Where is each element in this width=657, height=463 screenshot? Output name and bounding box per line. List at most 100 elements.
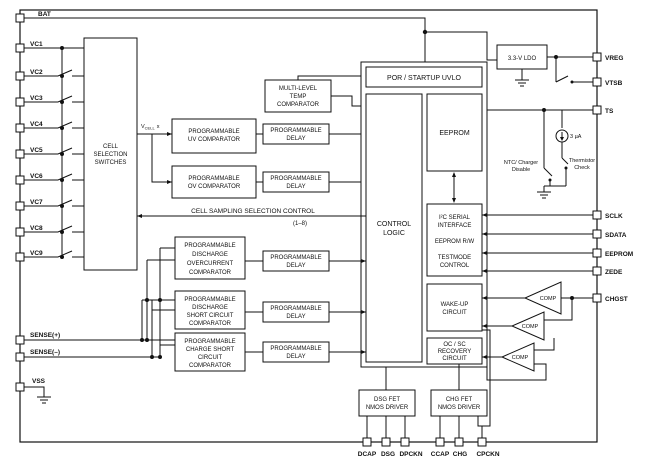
ov-comparator-label-1: PROGRAMMABLE [188, 176, 239, 182]
csc-label-2: CHARGE SHORT [186, 347, 235, 353]
left-pins [15, 13, 25, 392]
dsg-driver-label-2: NMOS DRIVER [366, 405, 409, 411]
ntc-label-1: NTC/ Charger [504, 160, 538, 166]
charge-short-circuit-comparator [174, 332, 246, 372]
i2c-label-1: I²C SERIAL [439, 215, 471, 221]
pin-eeprom: EEPROM [605, 251, 633, 258]
current-source-label: 3 µA [570, 134, 582, 140]
uv-comparator-label-2: UV COMPARATOR [188, 137, 241, 143]
dsc-delay-label-2: DELAY [286, 314, 305, 320]
ov-delay-label-2: DELAY [286, 184, 305, 190]
control-logic [365, 93, 423, 363]
dsc-delay-label-1: PROGRAMMABLE [270, 306, 321, 312]
ldo-label: 3.3-V LDO [508, 56, 537, 62]
pin-vc7: VC7 [30, 199, 43, 206]
csc-label-1: PROGRAMMABLE [184, 339, 235, 345]
pin-vss: VSS [32, 378, 46, 385]
pin-vc2: VC2 [30, 69, 43, 76]
doc-label-4: COMPARATOR [189, 270, 232, 276]
i2c-label-2: INTERFACE [438, 223, 472, 229]
uv-delay-label-2: DELAY [286, 136, 305, 142]
arrow-head [482, 296, 487, 300]
control-logic-label-1: CONTROL [377, 221, 411, 228]
temp-comparator-label-2: TEMP [290, 94, 307, 100]
ldo-ground-icon [515, 79, 529, 87]
arrow-head [452, 172, 456, 177]
pin-chg: CHG [453, 451, 467, 458]
pin-vreg: VREG [605, 55, 623, 62]
csc-label-4: COMPARATOR [189, 363, 232, 369]
dsg-driver-label-1: DSG FET [374, 397, 400, 403]
pin-vc8: VC8 [30, 225, 43, 232]
ocsc-recovery [426, 337, 483, 365]
arrow-head [361, 259, 366, 263]
eeprom-block-label: EEPROM [439, 130, 470, 137]
ts-ground-icon [537, 191, 551, 199]
thermistor-label-1: Thermistor [569, 158, 595, 164]
comp-label-1: COMP [540, 296, 557, 302]
ocsc-label-1: OC / SC [443, 342, 466, 348]
dsg-fet-driver [358, 389, 416, 417]
arrow-head [482, 269, 487, 273]
csc-delay-label-1: PROGRAMMABLE [270, 346, 321, 352]
ocsc-label-2: RECOVERY [438, 349, 472, 355]
cell-range-label: (1–8) [293, 221, 307, 227]
arrow-head [452, 198, 456, 203]
chg-driver-label-2: NMOS DRIVER [438, 405, 481, 411]
pin-sense-neg: SENSE(–) [30, 349, 60, 356]
discharge-overcurrent-comparator [174, 236, 246, 280]
dsc-label-2: DISCHARGE [192, 305, 228, 311]
pin-cpckn: CPCKN [476, 451, 499, 458]
uv-comparator [171, 118, 257, 154]
arrow-head [482, 213, 487, 217]
doc-delay-label-2: DELAY [286, 263, 305, 269]
pin-dcap: DCAP [358, 451, 377, 458]
pin-vc4: VC4 [30, 121, 43, 128]
arrow-head [167, 132, 172, 136]
arrow-head [361, 310, 366, 314]
comp-label-2: COMP [522, 324, 539, 330]
control-logic-label-2: LOGIC [383, 230, 405, 237]
arrow-head [361, 350, 366, 354]
ov-delay-label-1: PROGRAMMABLE [270, 176, 321, 182]
vss-ground-icon [24, 386, 51, 404]
por-startup-uvlo [365, 66, 483, 88]
wakeup-circuit [426, 283, 483, 332]
cell-selection-switches [83, 37, 138, 271]
ov-comparator-label-2: OV COMPARATOR [188, 184, 241, 190]
temp-comparator-label-3: COMPARATOR [277, 102, 320, 108]
arrow-head [482, 324, 487, 328]
eeprom-block [426, 93, 483, 172]
dsc-label-4: COMPARATOR [189, 321, 232, 327]
por-label: POR / STARTUP UVLO [387, 75, 461, 82]
pin-vc3: VC3 [30, 95, 43, 102]
temp-comparator-label-1: MULTI-LEVEL [279, 86, 318, 92]
bat-bus [20, 17, 532, 65]
pin-dpckn: DPCKN [399, 451, 422, 458]
doc-label-3: OVERCURRENT [187, 261, 234, 267]
wakeup-label-2: CIRCUIT [442, 310, 467, 316]
arrow-head [560, 137, 564, 141]
chip-boundary [19, 9, 598, 443]
cell-sampling-label: CELL SAMPLING SELECTION CONTROL [191, 208, 315, 215]
pin-vc6: VC6 [30, 173, 43, 180]
arrow-head [167, 180, 172, 184]
testmode-label-2: CONTROL [440, 263, 470, 269]
pin-ccap: CCAP [431, 451, 450, 458]
comparator-chgst [523, 281, 562, 315]
csc-delay-label-2: DELAY [286, 354, 305, 360]
eeprom-rw-label: EEPROM R/W [435, 239, 475, 245]
doc-label-1: PROGRAMMABLE [184, 243, 235, 249]
csc-label-3: CIRCUIT [198, 355, 223, 361]
doc-label-2: DISCHARGE [192, 252, 228, 258]
arrow-head [482, 251, 487, 255]
comp-label-3: COMP [512, 355, 529, 361]
cell-selection-label-3: SWITCHES [95, 160, 127, 166]
comparator-3 [500, 342, 535, 372]
cell-selection-label-2: SELECTION [93, 152, 127, 158]
ntc-label-2: Disable [512, 167, 530, 173]
pin-sense-pos: SENSE(+) [30, 332, 60, 339]
pin-vc5: VC5 [30, 147, 43, 154]
